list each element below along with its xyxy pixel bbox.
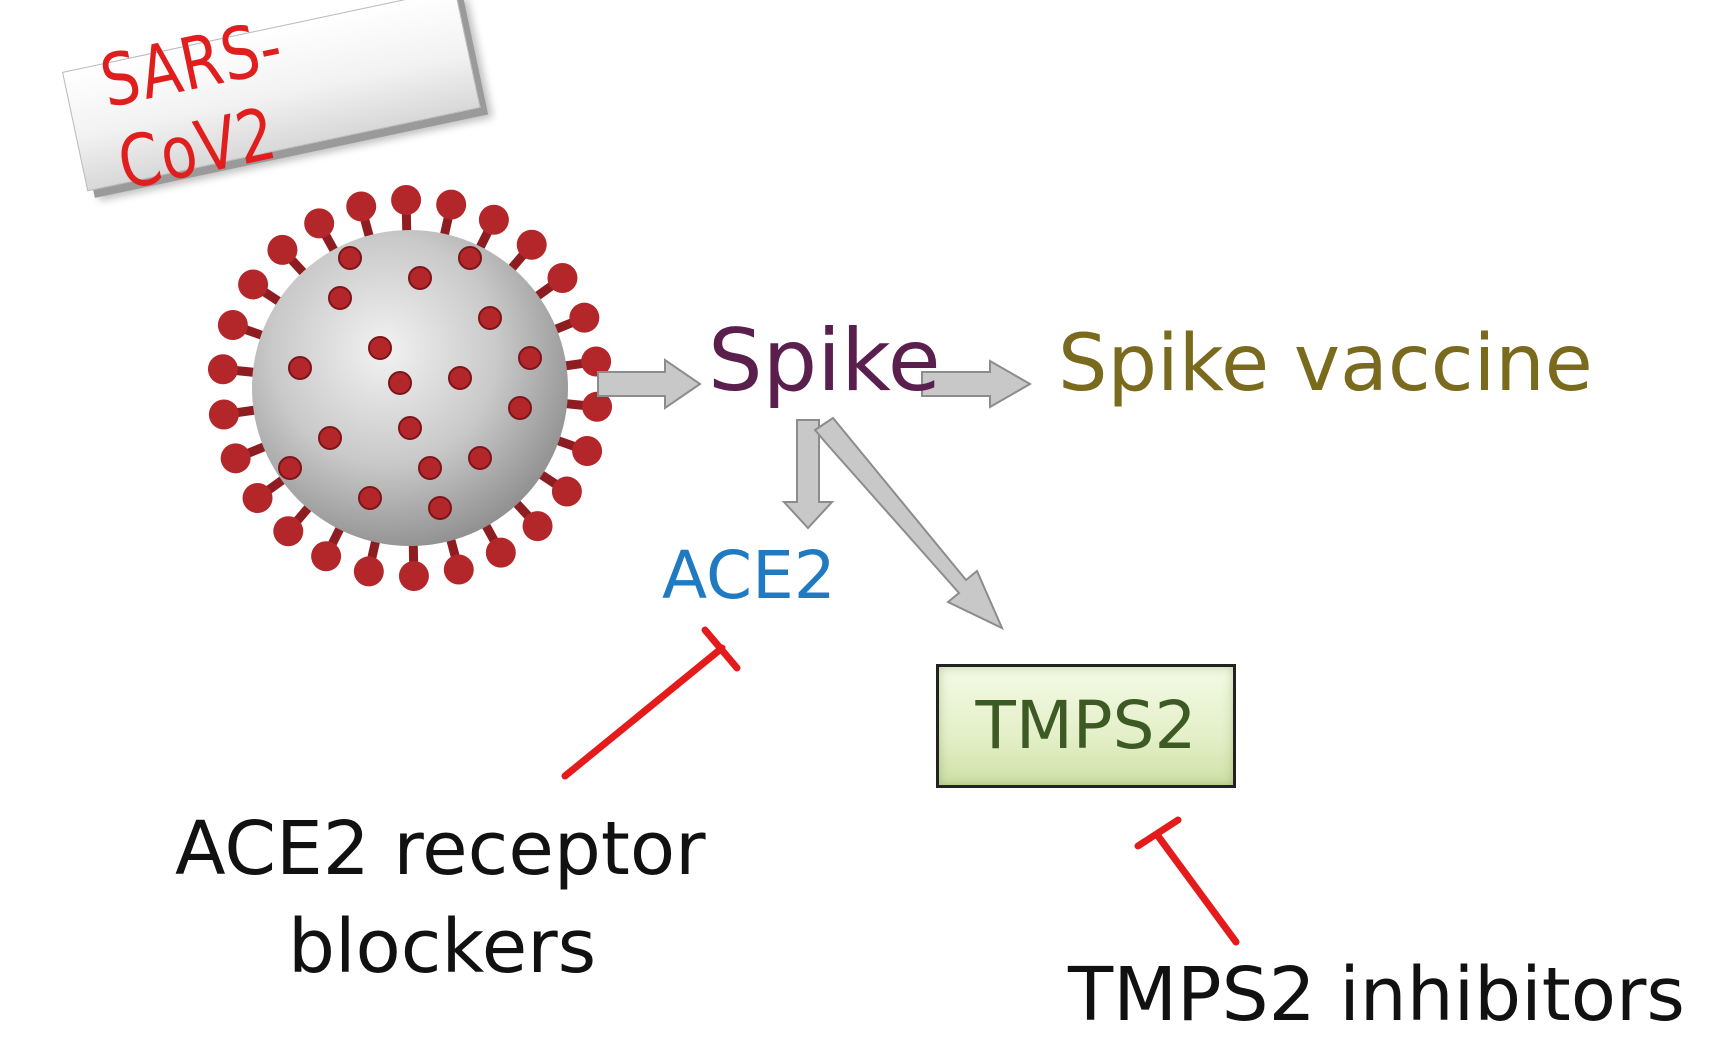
virus-surface-spike [288,356,312,380]
virus-surface-spike [428,496,452,520]
tmps2-label: TMPS2 [975,687,1197,764]
virus-surface-spike [408,266,432,290]
virus-spike-head [273,516,304,547]
virus-spike-head [207,354,238,385]
arrow-spike-to-tmps2 [813,416,1005,631]
ace2-label: ACE2 [662,537,836,614]
virus-spike-head [391,185,422,216]
virus-spike-head [443,554,474,585]
tmps2-box: TMPS2 [936,664,1236,788]
arrow-spike-to-vaccine [921,359,1033,409]
virus-spike-head [346,191,377,222]
virus-surface-spike [478,306,502,330]
virus-spike-head [304,208,335,239]
virus-surface-spike [418,456,442,480]
virus-spike-head [267,234,298,265]
virus-spike-head [547,263,578,294]
virus-surface-spike [468,446,492,470]
virus-spike-head [238,269,269,300]
virus-surface-spike [518,346,542,370]
inhibit-tmps2 [1134,816,1240,946]
virus-surface-spike [508,396,532,420]
virus-spike-head [582,391,613,422]
virus-spike-head [516,229,547,260]
virus-surface-spike [318,426,342,450]
virus-spike-head [485,537,516,568]
ace2-receptor-blockers-label-line1: ACE2 receptor [175,806,706,892]
virus-spike-head [311,541,342,572]
virus-spike-head [398,560,429,591]
virus-surface-spike [398,416,422,440]
virus-spike-head [569,302,600,333]
virus-spike-head [581,346,612,377]
virus-spike-head [572,435,603,466]
virus-surface-texture [278,246,542,520]
coronavirus-icon [207,185,613,591]
ace2-receptor-blockers-label-line2: blockers [288,904,597,990]
spike-vaccine-label: Spike vaccine [1058,319,1593,409]
arrow-virus-to-spike [597,358,702,410]
virus-spike-head [478,204,509,235]
virus-spike-proteins [207,185,613,591]
virus-surface-spike [368,336,392,360]
virus-surface-spike [358,486,382,510]
virus-surface-spike [388,371,412,395]
virus-spike-head [551,476,582,507]
virus-spike-head [436,189,467,220]
virus-surface-spike [448,366,472,390]
virus-spike-head [522,511,553,542]
virus-surface-spike [458,246,482,270]
virus-surface-spike [338,246,362,270]
virus-spike-head [220,443,251,474]
virus-surface-spike [328,286,352,310]
tmps2-inhibitors-label: TMPS2 inhibitors [1068,952,1685,1038]
virus-spike-head [217,310,248,341]
spike-label: Spike [708,311,941,411]
virus-spike-head [208,399,239,430]
virus-surface-spike [278,456,302,480]
virus-spike-head [353,556,384,587]
inhibit-ace2 [561,626,741,780]
virus-spike-head [242,482,273,513]
